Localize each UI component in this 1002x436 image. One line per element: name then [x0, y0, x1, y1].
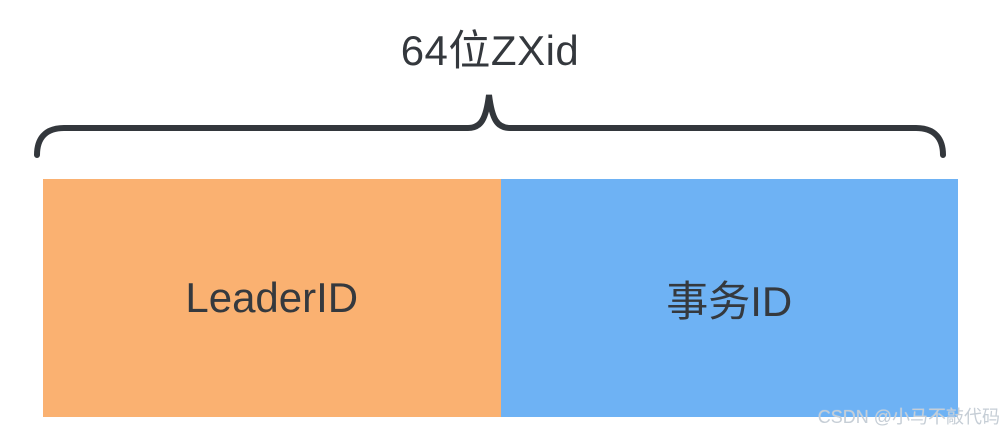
transaction-id-box: 事务ID [500, 179, 958, 417]
curly-brace-path [34, 94, 946, 158]
watermark: CSDN @小马不敲代码 [817, 407, 1000, 427]
leader-id-box: LeaderID [43, 179, 501, 417]
diagram-title: 64位ZXid [400, 27, 580, 74]
leader-id-label: LeaderID [185, 274, 359, 321]
transaction-id-label: 事务ID [666, 277, 793, 325]
zxid-segments: LeaderID 事务ID [43, 179, 958, 417]
